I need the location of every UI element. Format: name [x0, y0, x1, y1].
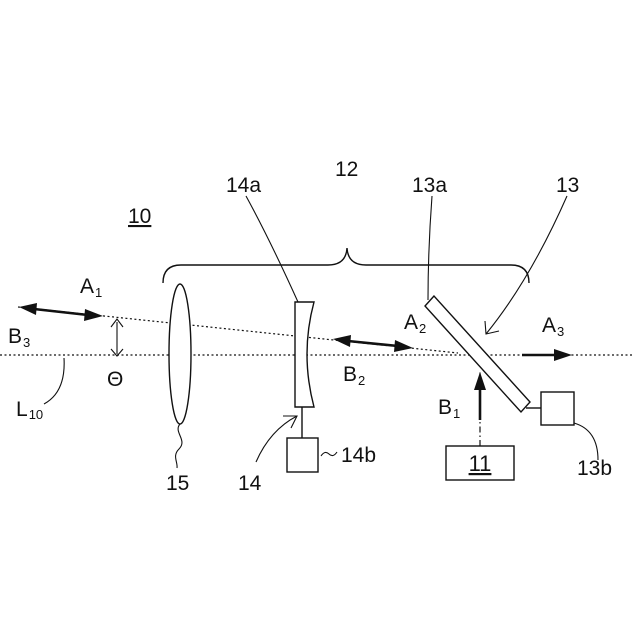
lens-15-leader	[176, 424, 182, 468]
label-source-11: 11	[469, 451, 492, 476]
mirror-actuator-13b	[541, 392, 574, 425]
mirror-13a	[425, 296, 530, 412]
label-axis-l10: L10	[16, 398, 43, 422]
label-beam-a1: A1	[80, 275, 102, 300]
lens-15	[169, 284, 191, 424]
label-lens-15: 15	[166, 472, 189, 495]
label-beam-b1: B1	[438, 396, 460, 421]
label-mirror-unit-13: 13	[556, 174, 579, 197]
beam-a1-b3-arrow	[34, 309, 88, 315]
label-theta: Θ	[107, 368, 123, 391]
label-lens-group-12: 12	[335, 158, 358, 181]
actuator-13b-leader	[574, 423, 598, 460]
beam-b2-arrowhead	[333, 335, 351, 347]
label-beam-b3: B3	[8, 325, 30, 350]
label-element-unit-14: 14	[238, 472, 262, 495]
beam-a2-b2-arrow	[348, 341, 398, 346]
label-device-10: 10	[128, 205, 151, 228]
actuator-14b-tilde	[321, 452, 337, 456]
beam-a3-arrowhead	[554, 349, 572, 361]
label-beam-b2: B2	[343, 363, 365, 388]
element-14a-leader	[246, 196, 298, 302]
label-actuator-14b: 14b	[341, 444, 376, 467]
mirror-13a-leader	[428, 196, 432, 300]
beam-a1-arrowhead	[84, 309, 103, 321]
beam-a2-arrowhead	[394, 340, 413, 352]
label-mirror-13a: 13a	[412, 174, 447, 197]
label-actuator-13b: 13b	[577, 457, 612, 480]
label-element-14a: 14a	[226, 174, 261, 197]
element-actuator-14b	[287, 438, 318, 472]
element-14-leader-hook	[283, 416, 297, 428]
label-beam-a2: A2	[404, 311, 426, 336]
beam-b1-arrowhead	[474, 372, 486, 390]
axis-leader	[44, 358, 64, 404]
beam-b3-arrowhead	[19, 303, 37, 315]
lens-group-brace	[163, 248, 529, 283]
label-beam-a3: A3	[542, 314, 564, 339]
